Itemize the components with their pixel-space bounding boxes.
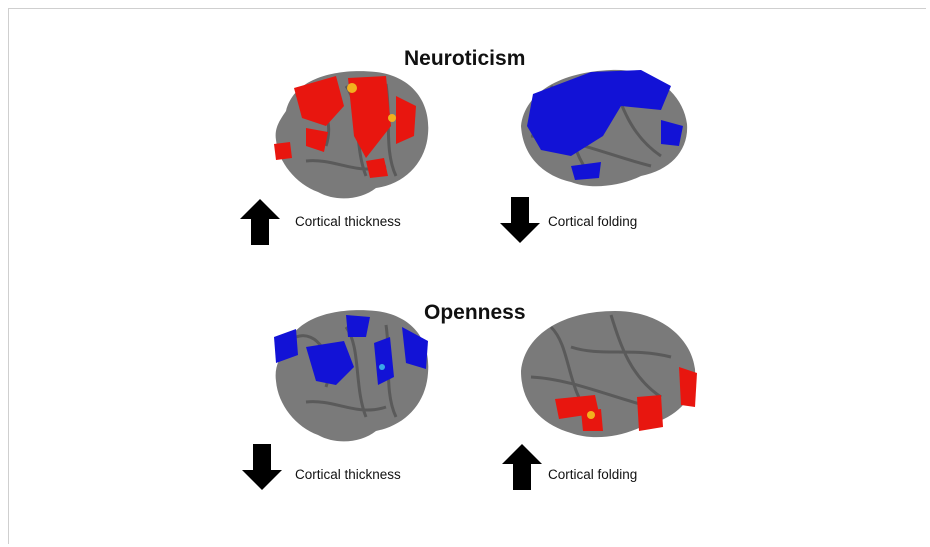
caption-cortical-folding: Cortical folding [548, 214, 637, 229]
figure-frame [8, 8, 926, 544]
arrow-up-icon [502, 444, 542, 490]
brain-neuroticism-folding [511, 66, 691, 194]
caption-cortical-thickness: Cortical thickness [295, 214, 401, 229]
brain-openness-thickness [266, 307, 436, 447]
arrow-down-icon [242, 444, 282, 490]
caption-cortical-folding: Cortical folding [548, 467, 637, 482]
arrow-down-icon [500, 197, 540, 243]
brain-neuroticism-thickness [266, 66, 436, 204]
caption-cortical-thickness: Cortical thickness [295, 467, 401, 482]
brain-openness-folding [511, 307, 701, 445]
arrow-up-icon [240, 199, 280, 245]
